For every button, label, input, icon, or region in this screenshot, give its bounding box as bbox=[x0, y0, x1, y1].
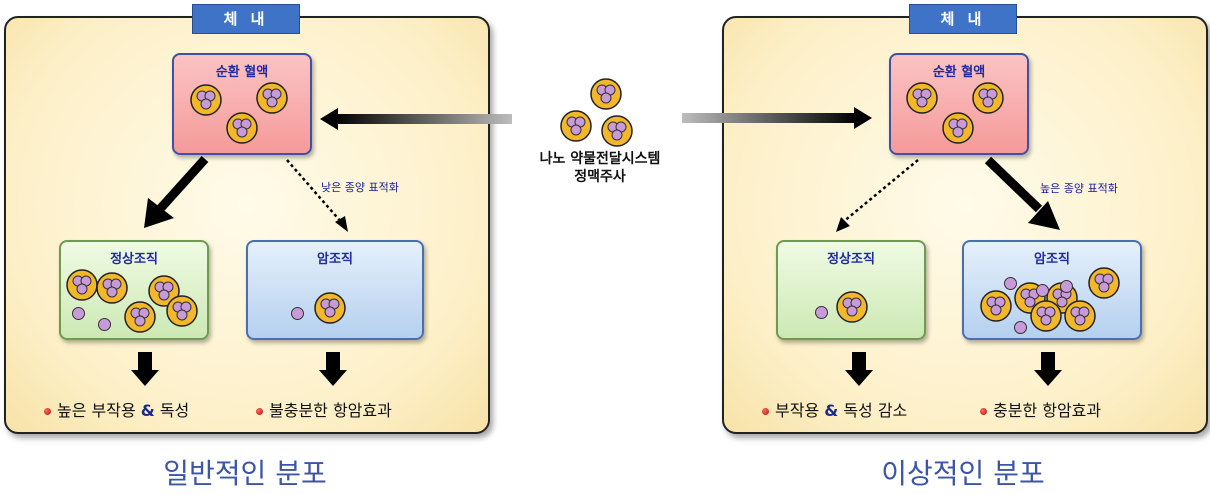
left-blood-label: 순환 혈액 bbox=[215, 65, 269, 80]
left-result1-ampersand: & bbox=[140, 401, 155, 420]
nanoparticle-icon bbox=[1088, 267, 1120, 299]
right-result-side-effects: 부작용 & 독성 감소 bbox=[762, 397, 907, 421]
bullet-icon bbox=[44, 408, 51, 415]
right-normal-label: 정상조직 bbox=[827, 252, 875, 267]
left-result2-text: 불충분한 항암효과 bbox=[269, 401, 392, 420]
nanoparticle-icon bbox=[906, 82, 938, 114]
nanoparticle-icon bbox=[256, 82, 288, 114]
left-tumor-label: 암조직 bbox=[317, 252, 353, 267]
nanoparticle-icon bbox=[1064, 300, 1096, 332]
injected-nanoparticle-icon bbox=[601, 115, 633, 147]
right-result1-ampersand: & bbox=[824, 401, 839, 420]
left-caption: 일반적인 분포 bbox=[163, 457, 327, 490]
right-result1-text-a: 부작용 bbox=[775, 401, 820, 420]
bullet-icon bbox=[762, 408, 769, 415]
nanoparticle-icon bbox=[226, 112, 258, 144]
left-result-side-effects: 높은 부작용 & 독성 bbox=[44, 397, 189, 421]
right-result1-text-b: 독성 감소 bbox=[843, 401, 908, 420]
nanoparticle-icon bbox=[190, 84, 222, 116]
bullet-icon bbox=[980, 408, 987, 415]
left-tumor-tissue-box: 암조직 bbox=[246, 240, 424, 340]
left-normal-label: 정상조직 bbox=[110, 252, 158, 267]
free-drug-icon bbox=[1036, 284, 1049, 297]
free-drug-icon bbox=[291, 307, 304, 320]
nanoparticle-icon bbox=[980, 290, 1012, 322]
nanoparticle-icon bbox=[1030, 300, 1062, 332]
right-caption: 이상적인 분포 bbox=[881, 457, 1045, 490]
in-vivo-tag-right: 체 내 bbox=[909, 4, 1017, 34]
injected-nanoparticle-icon bbox=[590, 78, 622, 110]
left-result1-text-a: 높은 부작용 bbox=[57, 401, 136, 420]
nanoparticle-icon bbox=[96, 272, 128, 304]
nanoparticle-icon bbox=[148, 275, 180, 307]
nanoparticle-icon bbox=[972, 82, 1004, 114]
right-blood-label: 순환 혈액 bbox=[932, 65, 986, 80]
left-result1-text-b: 독성 bbox=[159, 401, 190, 420]
bullet-icon bbox=[256, 408, 263, 415]
nanoparticle-icon bbox=[166, 295, 198, 327]
injected-nanoparticle-icon bbox=[560, 110, 592, 142]
free-drug-icon bbox=[1014, 321, 1027, 334]
left-result-efficacy: 불충분한 항암효과 bbox=[256, 397, 392, 421]
right-result2-text: 충분한 항암효과 bbox=[993, 401, 1102, 420]
nano-dds-label: 나노 약물전달시스템 bbox=[539, 151, 661, 167]
nanoparticle-icon bbox=[836, 291, 868, 323]
free-drug-icon bbox=[72, 307, 85, 320]
iv-injection-label: 정맥주사 bbox=[574, 169, 626, 185]
right-targeting-note: 높은 종양 표적화 bbox=[1040, 182, 1118, 195]
right-result-efficacy: 충분한 항암효과 bbox=[980, 397, 1101, 421]
free-drug-icon bbox=[815, 306, 828, 319]
free-drug-icon bbox=[1004, 277, 1017, 290]
right-tumor-label: 암조직 bbox=[1034, 252, 1070, 267]
nanoparticle-icon bbox=[66, 269, 98, 301]
nanoparticle-icon bbox=[314, 292, 346, 324]
nanoparticle-icon bbox=[124, 301, 156, 333]
left-targeting-note: 낮은 종양 표적화 bbox=[321, 181, 399, 194]
right-normal-tissue-box: 정상조직 bbox=[776, 240, 926, 340]
in-vivo-tag-left: 체 내 bbox=[192, 4, 300, 34]
free-drug-icon bbox=[98, 318, 111, 331]
free-drug-icon bbox=[1060, 280, 1073, 293]
nanoparticle-icon bbox=[942, 112, 974, 144]
